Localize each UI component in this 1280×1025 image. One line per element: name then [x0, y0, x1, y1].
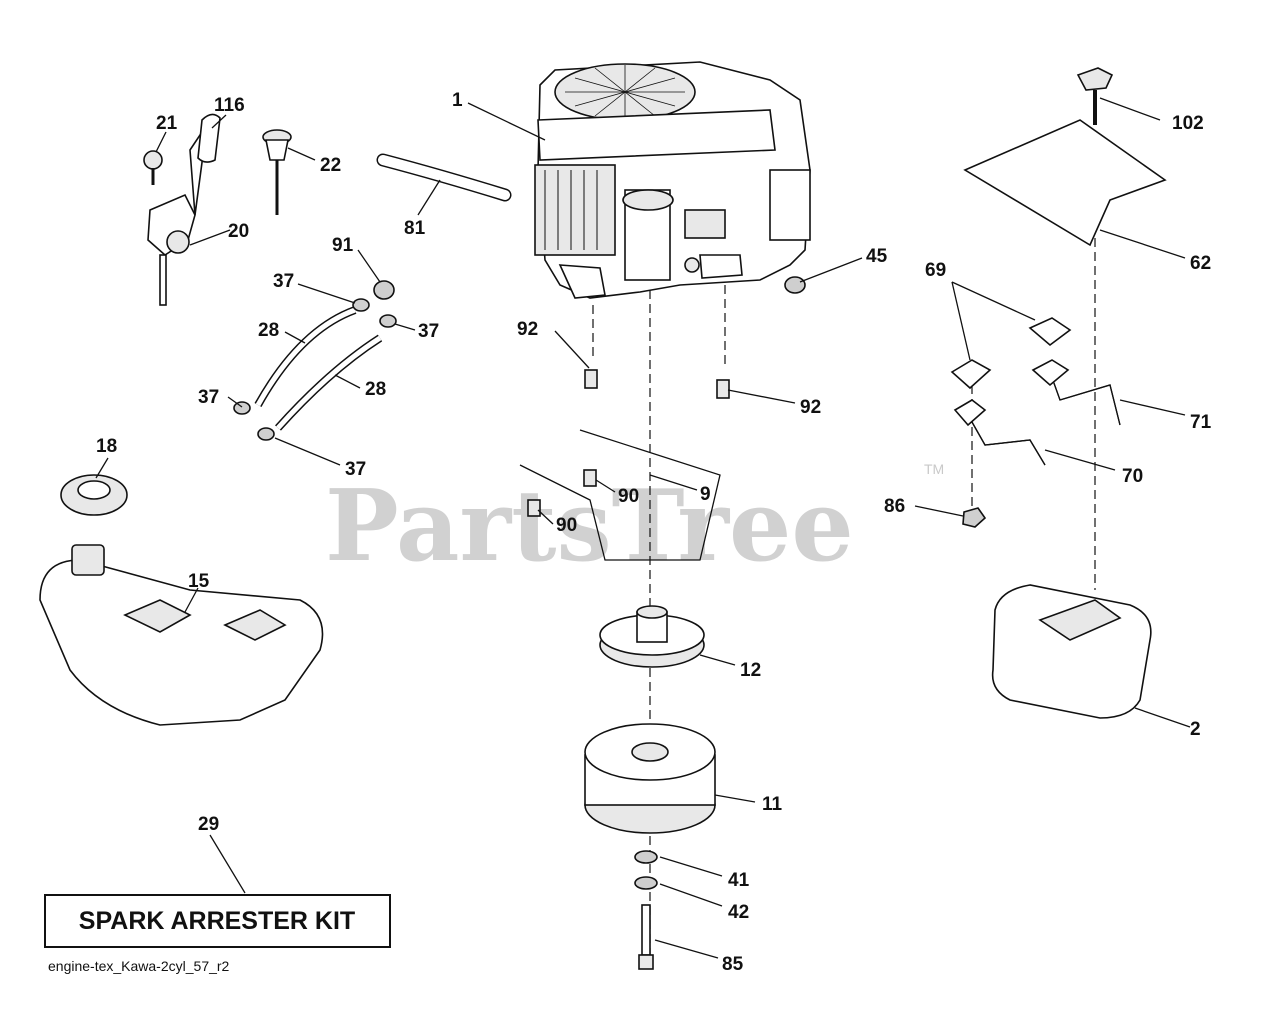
callout-116: 116 [214, 95, 245, 116]
callout-11: 11 [762, 794, 783, 815]
spark-arrester-kit-label: SPARK ARRESTER KIT [79, 907, 355, 935]
diagram-code: engine-tex_Kawa-2cyl_57_r2 [48, 958, 230, 974]
nut-45[interactable] [784, 276, 806, 294]
fuel-filter-91[interactable] [373, 280, 395, 300]
callout-92-a: 92 [517, 319, 538, 340]
callout-90-a: 90 [618, 486, 639, 507]
callout-81: 81 [404, 218, 426, 239]
washers-and-bolt[interactable] [634, 850, 658, 970]
exhaust-gaskets-69[interactable] [950, 317, 1072, 427]
callout-69: 69 [925, 260, 946, 281]
bolt-21[interactable] [143, 150, 163, 185]
callout-28-b: 28 [365, 379, 386, 400]
callout-45: 45 [866, 246, 888, 267]
bracket-9[interactable] [519, 429, 721, 561]
callout-62: 62 [1190, 253, 1211, 274]
fuel-lines-28[interactable] [254, 306, 383, 431]
callout-22: 22 [320, 155, 341, 176]
callout-9: 9 [700, 484, 711, 505]
callout-86: 86 [884, 496, 905, 517]
bolts[interactable] [527, 369, 730, 517]
callout-91: 91 [332, 235, 354, 256]
callout-21: 21 [156, 113, 178, 134]
heat-shield-62[interactable] [963, 119, 1167, 247]
callout-37-c: 37 [198, 387, 219, 408]
bolt-102[interactable] [1076, 67, 1114, 125]
callout-28-a: 28 [258, 320, 279, 341]
callout-29: 29 [198, 814, 219, 835]
callout-labels: 1 116 21 22 20 81 91 37 37 28 28 37 37 4… [96, 90, 1212, 975]
callout-2: 2 [1190, 719, 1201, 740]
choke-knob-22[interactable] [262, 129, 292, 215]
muffler-2[interactable] [991, 584, 1152, 719]
leader-lines [95, 97, 1191, 959]
callout-71: 71 [1190, 412, 1212, 433]
callout-90-b: 90 [556, 515, 577, 536]
watermark-trademark: TM [924, 461, 944, 477]
callout-37-b: 37 [418, 321, 439, 342]
fuel-cap-18[interactable] [60, 474, 128, 516]
callout-41: 41 [728, 870, 750, 891]
callout-37-a: 37 [273, 271, 294, 292]
callout-92-b: 92 [800, 397, 821, 418]
nut-86[interactable] [962, 507, 987, 528]
watermark-text: PartsTree [325, 469, 854, 584]
callout-18: 18 [96, 436, 117, 457]
engine[interactable] [534, 61, 811, 299]
callout-1: 1 [452, 90, 463, 111]
hose-clamps-37[interactable] [233, 298, 397, 441]
callout-102: 102 [1172, 113, 1204, 134]
callout-20: 20 [228, 221, 249, 242]
callout-37-d: 37 [345, 459, 366, 480]
callout-85: 85 [722, 954, 744, 975]
callout-70: 70 [1122, 466, 1143, 487]
callout-15: 15 [188, 571, 210, 592]
spark-arrester-kit-box[interactable]: SPARK ARRESTER KIT [44, 894, 391, 948]
fuel-tank-15[interactable] [39, 544, 324, 726]
callout-12: 12 [740, 660, 761, 681]
exhaust-pipes[interactable] [967, 371, 1121, 466]
pulley-12[interactable] [599, 605, 705, 668]
throttle-control-assembly[interactable] [147, 113, 221, 306]
callout-42: 42 [728, 902, 749, 923]
pto-clutch-11[interactable] [584, 723, 716, 834]
